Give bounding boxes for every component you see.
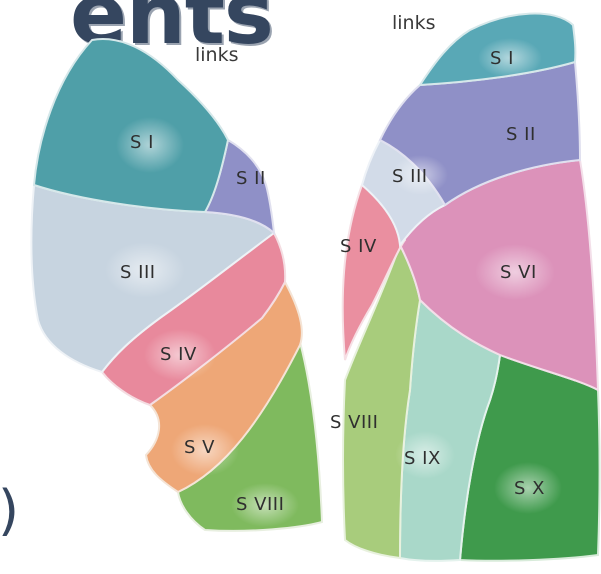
left-label-s8: S VIII <box>236 494 284 515</box>
right-label-s6: S VI <box>500 262 537 283</box>
right-label-s1: S I <box>490 48 514 69</box>
left-label-s1: S I <box>130 132 154 153</box>
right-lung <box>343 14 600 561</box>
right-label-s10: S X <box>514 478 545 499</box>
left-label-s3: S III <box>120 262 156 283</box>
left-label-s5: S V <box>184 437 215 458</box>
right-label-s8: S VIII <box>330 412 378 433</box>
left-lung-side-label: links <box>195 44 239 66</box>
left-label-s2: S II <box>236 168 266 189</box>
right-label-s4: S IV <box>340 236 377 257</box>
left-lung <box>31 39 322 531</box>
right-label-s3: S III <box>392 166 428 187</box>
left-label-s4: S IV <box>160 344 197 365</box>
right-label-s9: S IX <box>404 448 441 469</box>
right-lung-side-label: links <box>392 12 436 34</box>
right-label-s2: S II <box>506 124 536 145</box>
